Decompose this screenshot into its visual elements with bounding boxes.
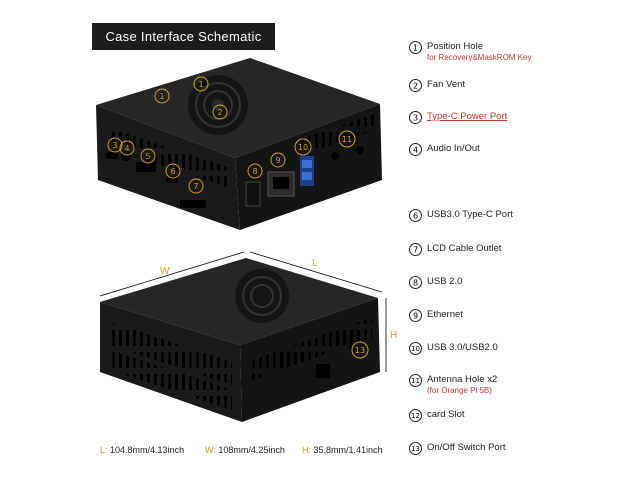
- legend-item-7: 7 LCD Cable Outlet: [408, 242, 501, 257]
- legend-item-9: 9 Ethernet: [408, 308, 463, 323]
- number-13-icon: 13: [409, 442, 422, 455]
- legend-item-12: 12 card Slot: [408, 408, 465, 423]
- number-2-icon: 2: [409, 79, 422, 92]
- height-marker: H: [390, 330, 398, 341]
- number-9-icon: 9: [409, 309, 422, 322]
- svg-text:13: 13: [411, 445, 420, 453]
- schematic-title: Case Interface Schematic: [92, 23, 275, 50]
- svg-text:13: 13: [355, 346, 365, 355]
- svg-text:8: 8: [252, 167, 257, 176]
- legend-item-13: 13 On/Off Switch Port: [408, 441, 506, 456]
- legend-item-8: 8 USB 2.0: [408, 275, 462, 290]
- length-marker: L: [312, 258, 318, 269]
- legend-item-11: 11 Antenna Hole x2(for Orange Pi 5B): [408, 373, 497, 396]
- svg-text:5: 5: [145, 152, 150, 161]
- svg-text:7: 7: [413, 246, 418, 255]
- svg-text:1: 1: [198, 80, 203, 89]
- number-7-icon: 7: [409, 243, 422, 256]
- svg-text:4: 4: [413, 146, 418, 155]
- number-10-icon: 10: [409, 342, 422, 355]
- number-8-icon: 8: [409, 276, 422, 289]
- svg-text:8: 8: [413, 279, 418, 288]
- number-6-icon: 6: [409, 209, 422, 222]
- svg-text:7: 7: [193, 182, 198, 191]
- svg-text:6: 6: [413, 212, 418, 221]
- svg-text:11: 11: [342, 135, 352, 144]
- legend-item-6: 6 USB3.0 Type-C Port: [408, 208, 513, 223]
- dimension-height: H: 35.8mm/1.41inch: [302, 445, 383, 455]
- number-12-icon: 12: [409, 409, 422, 422]
- svg-text:11: 11: [411, 377, 420, 385]
- svg-text:3: 3: [112, 141, 117, 150]
- legend-item-2: 2 Fan Vent: [408, 78, 465, 93]
- svg-text:10: 10: [411, 345, 420, 353]
- legend-item-10: 10 USB 3.0/USB2.0: [408, 341, 498, 356]
- svg-text:4: 4: [124, 144, 129, 153]
- number-4-icon: 4: [409, 143, 422, 156]
- svg-text:2: 2: [217, 108, 222, 117]
- svg-text:9: 9: [413, 312, 418, 321]
- legend-item-3: 3 Type-C Power Port: [408, 110, 507, 125]
- case-dimension-view: [99, 251, 387, 422]
- svg-text:6: 6: [170, 167, 175, 176]
- svg-text:12: 12: [411, 412, 420, 420]
- svg-text:2: 2: [413, 82, 418, 91]
- case-top-view: [96, 58, 382, 230]
- svg-text:9: 9: [275, 156, 280, 165]
- number-3-icon: 3: [409, 111, 422, 124]
- dimension-length: L: 104.8mm/4.13inch: [100, 445, 185, 455]
- svg-text:10: 10: [298, 143, 308, 152]
- svg-text:1: 1: [413, 44, 418, 53]
- dimension-width: W: 108mm/4.25inch: [205, 445, 285, 455]
- svg-text:3: 3: [413, 114, 418, 123]
- number-11-icon: 11: [409, 374, 422, 387]
- legend-item-4: 4 Audio In/Out: [408, 142, 480, 157]
- width-marker: W: [160, 266, 170, 277]
- svg-text:1: 1: [159, 92, 164, 101]
- number-1-icon: 1: [409, 41, 422, 54]
